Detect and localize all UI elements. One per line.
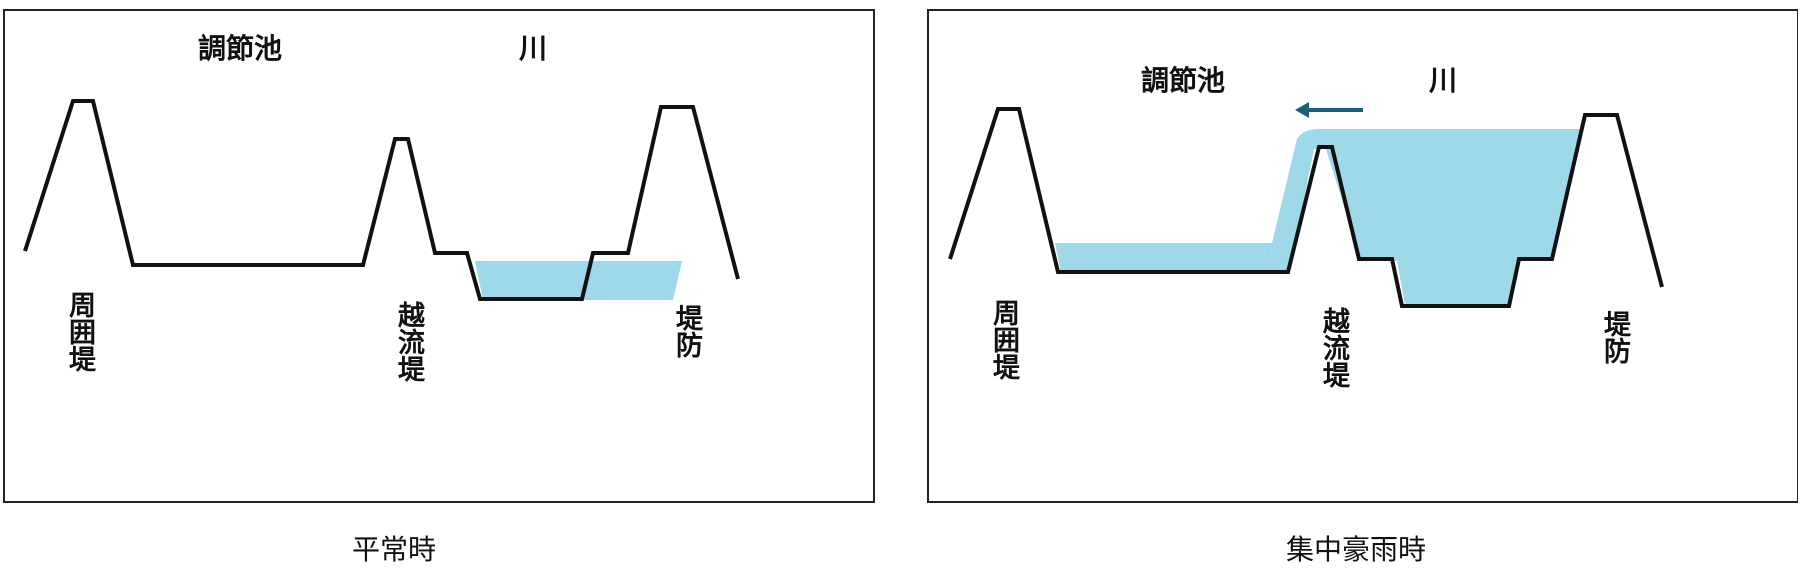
embankment-label: 堤防 [671,304,702,358]
pond-water [1055,243,1272,273]
overflow-levee-label: 越流堤 [393,301,424,382]
embankment-label: 堤防 [1599,310,1630,364]
normal-state-caption: 平常時 [352,533,437,566]
overflow-levee-label: 越流堤 [1318,307,1349,388]
river-label: 川 [1429,64,1458,97]
normal-state-diagram [23,99,740,301]
heavy-rain-panel: 調節池 川 周囲堤 越流堤 堤防 [927,9,1798,503]
ground-profile [948,107,1664,308]
ground-profile [23,99,740,301]
pond-label: 調節池 [198,32,283,65]
ring-levee-label: 周囲堤 [988,299,1019,380]
flood-water [1270,129,1581,305]
heavy-rain-diagram [948,102,1664,308]
river-water [475,261,682,300]
arrow-left-icon [1295,102,1309,118]
ring-levee-label: 周囲堤 [64,291,95,372]
river-label: 川 [519,32,548,65]
pond-label: 調節池 [1141,64,1226,97]
heavy-rain-caption: 集中豪雨時 [1286,533,1427,566]
normal-state-panel: 調節池 川 周囲堤 越流堤 堤防 [3,9,875,503]
